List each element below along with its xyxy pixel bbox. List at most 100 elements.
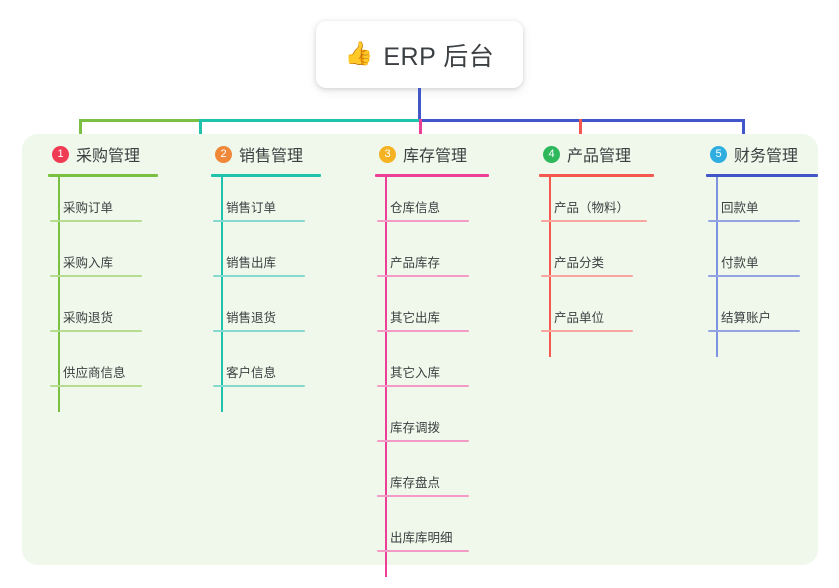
list-item[interactable]: 销售退货 [213,307,305,332]
list-item-rule [213,275,305,277]
branch-spine-4 [549,177,551,357]
list-item-rule [377,330,469,332]
list-item-rule [50,385,142,387]
list-item[interactable]: 产品（物料） [541,197,647,222]
list-item-rule [377,220,469,222]
branch-rule-3 [375,174,489,177]
list-item[interactable]: 采购入库 [50,252,142,277]
list-item-label: 采购入库 [63,256,114,270]
branch-title-4: 产品管理 [567,148,632,165]
branch-spine-1 [58,177,60,412]
list-item-label: 产品库存 [390,256,441,270]
list-item[interactable]: 采购订单 [50,197,142,222]
connector-drop-5 [742,119,745,145]
branch-header-5[interactable]: 5 财务管理 [694,142,798,166]
branch-header-2[interactable]: 2 销售管理 [199,142,303,166]
list-item-label: 产品单位 [554,311,605,325]
list-item[interactable]: 客户信息 [213,362,305,387]
branch-badge-2: 2 [215,145,232,163]
connector-drop-4 [579,119,582,145]
list-item-rule [213,385,305,387]
list-item[interactable]: 库存盘点 [377,472,469,497]
list-item[interactable]: 结算账户 [708,307,800,332]
branch-spine-3 [385,177,387,577]
list-item-label: 产品分类 [554,256,605,270]
branch-title-3: 库存管理 [403,148,468,165]
connector-drop-1 [79,119,82,145]
branch-rule-5 [706,174,818,177]
list-item-label: 供应商信息 [63,366,126,380]
list-item-rule [377,440,469,442]
list-item-rule [541,275,633,277]
list-item[interactable]: 采购退货 [50,307,142,332]
connector-trunk-vertical [418,88,421,120]
list-item-label: 付款单 [721,256,759,270]
branch-header-4[interactable]: 4 产品管理 [527,142,631,166]
list-item[interactable]: 供应商信息 [50,362,142,387]
list-item[interactable]: 其它入库 [377,362,469,387]
branch-title-5: 财务管理 [734,148,799,165]
page-title: ERP 后台 [383,42,495,71]
branch-header-3[interactable]: 3 库存管理 [363,142,467,166]
list-item-label: 其它出库 [390,311,441,325]
list-item-label: 结算账户 [721,311,772,325]
list-item-rule [708,275,800,277]
thumbs-up-icon: 👍 [344,41,374,67]
list-item-rule [213,220,305,222]
branch-spine-5 [716,177,718,357]
list-item-label: 仓库信息 [390,201,441,215]
branch-spine-2 [221,177,223,412]
list-item[interactable]: 产品库存 [377,252,469,277]
list-item[interactable]: 库存调拨 [377,417,469,442]
branch-column-5: 5 财务管理 回款单 付款单 结算账户 [694,142,818,357]
list-item[interactable]: 销售订单 [213,197,305,222]
list-item-rule [50,275,142,277]
list-item-rule [213,330,305,332]
branch-badge-5: 5 [710,145,727,163]
list-item-label: 库存调拨 [390,421,441,435]
list-item[interactable]: 付款单 [708,252,800,277]
connector-bus-green [79,119,201,122]
list-item-label: 销售出库 [226,256,277,270]
list-item-label: 销售退货 [226,311,277,325]
list-item[interactable]: 产品单位 [541,307,633,332]
branch-rule-2 [211,174,321,177]
branch-header-1[interactable]: 1 采购管理 [36,142,140,166]
branch-badge-4: 4 [543,145,560,163]
list-item-label: 销售订单 [226,201,277,215]
list-item-rule [708,330,800,332]
branch-column-2: 2 销售管理 销售订单 销售出库 销售退货 客户信息 [199,142,321,412]
list-item-rule [377,275,469,277]
list-item[interactable]: 回款单 [708,197,800,222]
list-item-label: 其它入库 [390,366,441,380]
list-item-rule [377,385,469,387]
list-item-rule [377,495,469,497]
connector-drop-2 [199,119,202,145]
branch-badge-3: 3 [379,145,396,163]
branches-panel [22,134,818,565]
list-item[interactable]: 产品分类 [541,252,633,277]
list-item-rule [377,550,469,552]
list-item[interactable]: 仓库信息 [377,197,469,222]
branch-title-1: 采购管理 [76,148,141,165]
list-item-label: 采购退货 [63,311,114,325]
list-item[interactable]: 其它出库 [377,307,469,332]
list-item-rule [541,330,633,332]
list-item-label: 产品（物料） [554,201,630,215]
list-item-label: 库存盘点 [390,476,441,490]
branch-badge-1: 1 [52,145,69,163]
root-node-card[interactable]: 👍 ERP 后台 [316,21,523,88]
list-item-rule [541,220,647,222]
list-item-rule [708,220,800,222]
branch-title-2: 销售管理 [239,148,304,165]
list-item-label: 回款单 [721,201,759,215]
list-item-rule [50,220,142,222]
connector-bus-teal [200,119,420,122]
list-item-label: 出库库明细 [390,531,453,545]
list-item-label: 采购订单 [63,201,114,215]
list-item[interactable]: 出库库明细 [377,527,469,552]
list-item-rule [50,330,142,332]
list-item[interactable]: 销售出库 [213,252,305,277]
branch-column-1: 1 采购管理 采购订单 采购入库 采购退货 供应商信息 [36,142,158,412]
